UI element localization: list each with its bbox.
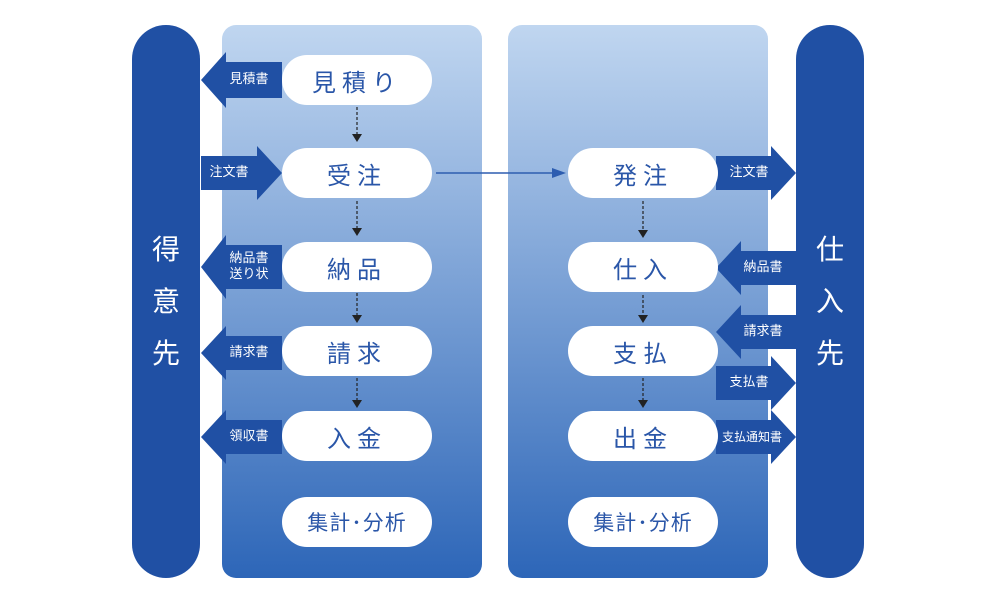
step-bill: 請求 [282, 326, 432, 376]
doc-purchase-delivery: 納品書 [730, 251, 796, 285]
arrow-purchase-order [716, 146, 796, 200]
step-purchase: 仕入 [568, 242, 718, 292]
doc-receipt-label: 領収書 [229, 429, 269, 444]
step-estimate: 見積り [282, 55, 432, 105]
doc-delivery-label-2: 送り状 [229, 267, 269, 282]
doc-purchase-order: 注文書 [714, 156, 784, 190]
step-pay: 支払 [568, 326, 718, 376]
doc-order-in-label: 注文書 [209, 165, 249, 180]
doc-payment: 支払書 [714, 366, 784, 400]
doc-invoice-label: 請求書 [229, 345, 269, 360]
doc-purchase-invoice: 請求書 [730, 315, 796, 349]
arrow-delivery [201, 235, 282, 299]
arrow-receipt [201, 410, 282, 464]
step-receive-order: 受注 [282, 148, 432, 198]
purchase-panel [508, 25, 768, 578]
doc-estimate: 見積書 [216, 62, 282, 98]
step-place-order: 発注 [568, 148, 718, 198]
arrow-estimate [201, 52, 282, 108]
purchase-summary: 集計･分析 [568, 497, 718, 547]
doc-invoice: 請求書 [216, 336, 282, 370]
arrow-purchase-invoice [716, 305, 796, 359]
customer-char-3: 先 [151, 336, 180, 370]
arrow-payment [716, 356, 796, 410]
doc-payment-label: 支払書 [729, 375, 769, 390]
doc-purchase-invoice-label: 請求書 [743, 324, 783, 339]
doc-payment-notice: 支払通知書 [714, 420, 790, 454]
doc-delivery-label-1: 納品書 [229, 251, 269, 266]
step-disbursement: 出金 [568, 411, 718, 461]
step-deliver: 納品 [282, 242, 432, 292]
supplier-char-3: 先 [815, 336, 844, 370]
customer-char-2: 意 [151, 284, 180, 318]
supplier-char-1: 仕 [815, 232, 844, 266]
sales-summary: 集計･分析 [282, 497, 432, 547]
doc-purchase-order-label: 注文書 [729, 165, 769, 180]
doc-receipt: 領収書 [216, 420, 282, 454]
customer-pillar: 得 意 先 [132, 25, 200, 578]
supplier-char-2: 入 [815, 284, 844, 318]
supplier-pillar: 仕 入 先 [796, 25, 864, 578]
customer-char-1: 得 [151, 232, 180, 266]
doc-order-in: 注文書 [196, 156, 262, 190]
arrow-payment-notice [716, 410, 796, 464]
arrow-invoice [201, 326, 282, 380]
sales-panel [222, 25, 482, 578]
arrow-order-in [201, 146, 282, 200]
step-payment-received: 入金 [282, 411, 432, 461]
doc-payment-notice-label: 支払通知書 [721, 430, 782, 444]
doc-purchase-delivery-label: 納品書 [743, 260, 783, 275]
doc-estimate-label: 見積書 [229, 72, 269, 87]
doc-delivery: 納品書 送り状 [216, 245, 282, 289]
arrow-purchase-delivery [716, 241, 796, 295]
